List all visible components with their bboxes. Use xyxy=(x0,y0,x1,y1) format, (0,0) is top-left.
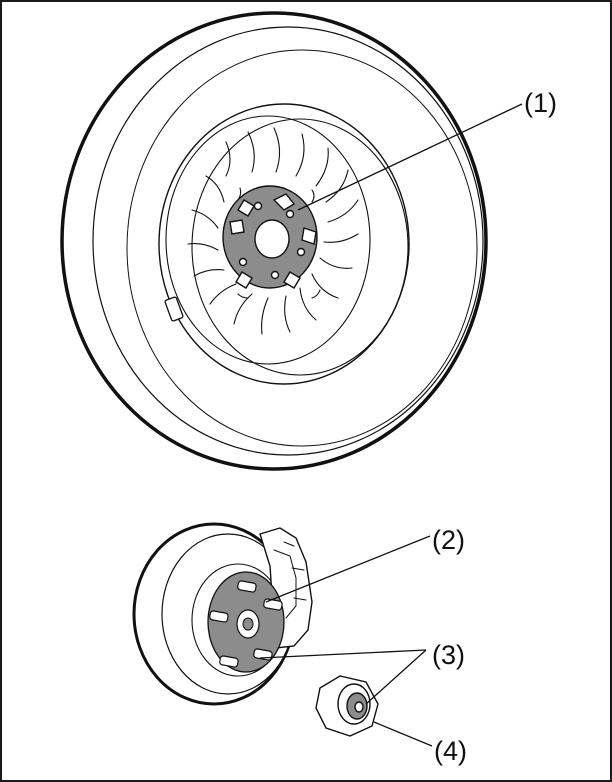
leader-1 xyxy=(297,103,523,211)
callout-3: (3) xyxy=(432,640,465,670)
valve-stem xyxy=(164,296,184,322)
callout-2: (2) xyxy=(432,525,465,555)
tire-sidewall xyxy=(92,26,484,456)
brake-rotor-assembly xyxy=(132,522,313,706)
rim-lip xyxy=(191,118,409,376)
leader-4 xyxy=(373,721,433,747)
lug-nut xyxy=(315,675,379,737)
wheel-hub xyxy=(222,185,318,289)
leader-3a xyxy=(259,649,427,659)
callout-4: (4) xyxy=(434,736,467,766)
hub-cutouts xyxy=(229,193,317,289)
rim-outer xyxy=(158,103,410,385)
callout-1: (1) xyxy=(524,88,557,118)
tire-sidewall-inner xyxy=(126,49,478,447)
leader-2 xyxy=(265,535,431,603)
wheel-spokes xyxy=(187,127,359,335)
leader-lines xyxy=(259,103,523,747)
hub-center-bore xyxy=(254,219,290,259)
lug-holes xyxy=(238,201,306,280)
leader-3b xyxy=(365,649,427,705)
rim-inner xyxy=(165,115,371,365)
